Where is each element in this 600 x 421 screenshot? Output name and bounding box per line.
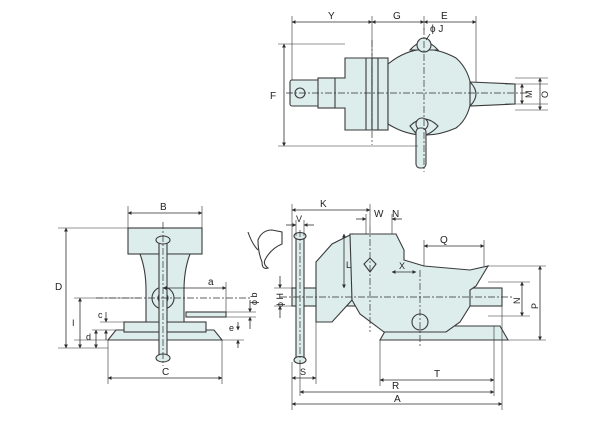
top-anvil — [469, 81, 516, 107]
side-movable-jaw — [315, 233, 353, 323]
label-S: S — [300, 367, 306, 377]
front-lock-lever — [185, 311, 227, 318]
label-d: d — [86, 332, 91, 342]
label-Y: Y — [328, 11, 335, 22]
label-L: L — [346, 260, 351, 270]
label-phiJ: ϕ J — [430, 24, 443, 35]
label-e: e — [229, 323, 234, 333]
label-W: W — [374, 209, 384, 220]
label-R: R — [392, 381, 399, 392]
label-phib: ϕ b — [249, 292, 259, 305]
label-G: G — [393, 11, 401, 22]
label-E: E — [441, 11, 448, 22]
label-T: T — [434, 369, 440, 380]
label-P: P — [530, 303, 540, 309]
top-jaw-plates — [371, 57, 389, 131]
label-a: a — [208, 277, 214, 288]
label-Q: Q — [440, 235, 448, 246]
label-V: V — [296, 214, 302, 224]
front-view: B D I d c a ϕ b e — [55, 202, 259, 384]
label-A: A — [394, 394, 401, 405]
label-c: c — [98, 310, 103, 320]
hand-icon — [257, 229, 283, 269]
label-I: I — [72, 318, 75, 328]
label-phiH: ϕ H — [275, 293, 285, 307]
side-fixed-body — [349, 233, 490, 333]
label-D: D — [55, 282, 62, 293]
label-M: M — [524, 91, 534, 99]
label-X: X — [399, 261, 405, 271]
label-N-side: N — [512, 298, 522, 305]
label-K: K — [320, 199, 327, 210]
top-view: Y G E ϕ J F M O — [270, 11, 550, 172]
label-C: C — [162, 367, 169, 378]
label-N-top: N — [392, 209, 399, 220]
top-lock-lever — [415, 127, 427, 169]
label-F: F — [270, 91, 276, 102]
label-O: O — [540, 91, 550, 98]
label-B: B — [160, 202, 167, 213]
side-view: K V W N ϕ H L Q X — [247, 199, 546, 410]
